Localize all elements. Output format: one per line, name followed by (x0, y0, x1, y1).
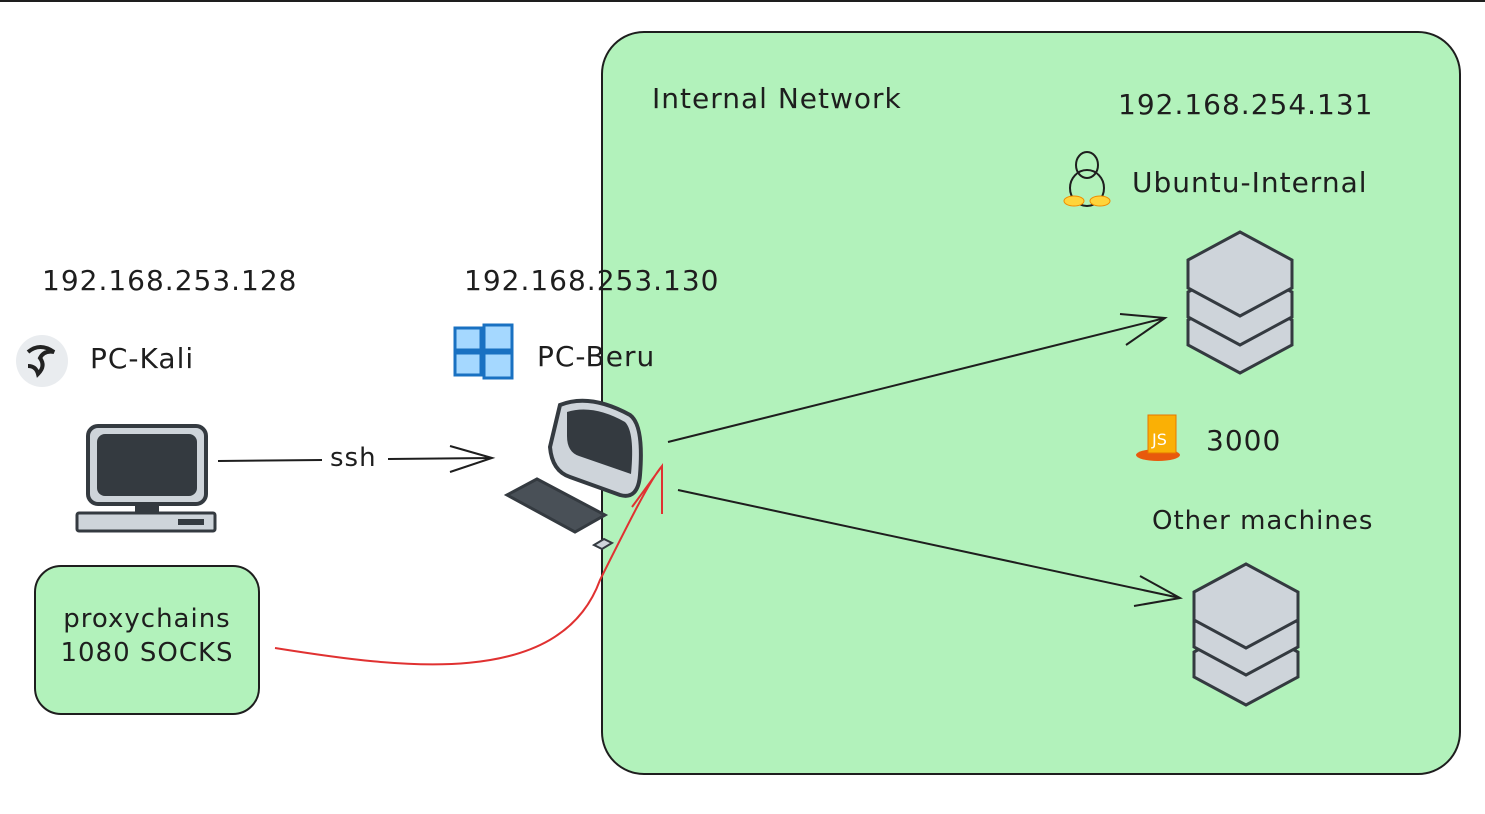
windows-logo-icon (453, 323, 514, 380)
ubuntu-server-icon (1186, 230, 1294, 375)
internal-network-zone (601, 31, 1461, 775)
nodejs-icon: JS (1136, 414, 1180, 461)
internal-network-label: Internal Network (652, 82, 902, 115)
proxychains-box (34, 565, 260, 715)
kali-computer-icon (75, 424, 217, 533)
proxychains-line1: proxychains (63, 604, 231, 634)
ssh-arrow (217, 445, 496, 473)
beru-name: PC-Beru (537, 340, 656, 373)
beru-ip: 192.168.253.130 (464, 264, 720, 297)
arrow-to-other-machines (677, 489, 1183, 607)
node-port-label: 3000 (1206, 424, 1282, 457)
proxychains-line2: 1080 SOCKS (60, 638, 234, 668)
arrow-to-ubuntu (667, 313, 1168, 443)
other-machines-server-icon (1192, 562, 1300, 707)
proxychains-arrow (274, 462, 663, 666)
other-machines-label: Other machines (1152, 506, 1374, 536)
beru-computer-icon (503, 398, 643, 551)
kali-name: PC-Kali (90, 342, 195, 375)
ssh-label: ssh (330, 443, 377, 473)
kali-ip: 192.168.253.128 (42, 264, 298, 297)
ubuntu-name: Ubuntu-Internal (1132, 166, 1368, 199)
kali-dragon-icon (16, 335, 68, 387)
ubuntu-ip: 192.168.254.131 (1118, 88, 1374, 121)
linux-tux-icon (1063, 151, 1111, 207)
svg-text:JS: JS (1151, 430, 1167, 449)
